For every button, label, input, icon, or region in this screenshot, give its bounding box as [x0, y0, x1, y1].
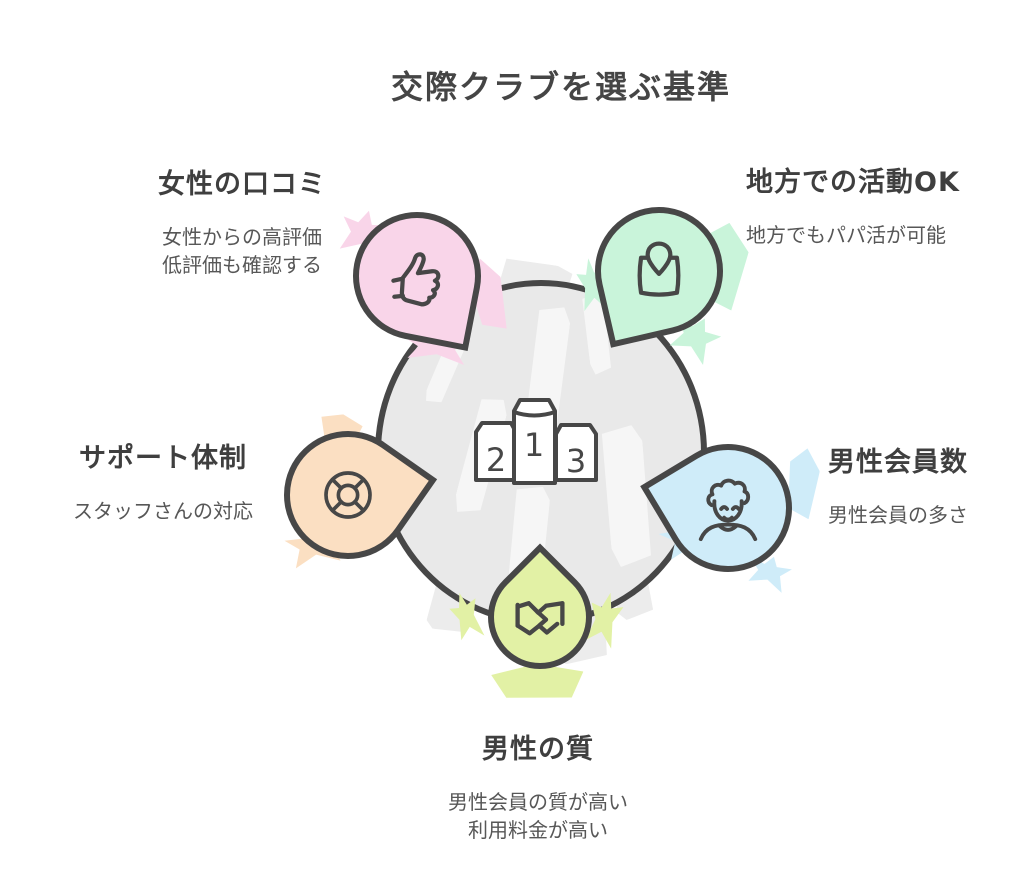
- podium-rank-3: 3: [566, 442, 586, 480]
- node-icon-wrap: [290, 437, 406, 553]
- label-reviews: 女性の口コミ 女性からの高評価 低評価も確認する: [110, 162, 374, 279]
- page-title: 交際クラブを選ぶ基準: [390, 68, 732, 106]
- node-bubble-quality: [466, 543, 614, 691]
- smiling-person-icon: [698, 478, 758, 542]
- node-icon-wrap: [670, 450, 786, 566]
- node-bubble-reviews: [341, 200, 493, 352]
- node-heading: サポート体制: [79, 443, 247, 474]
- podium-illustration: 2 1 3: [468, 382, 603, 492]
- map-pin-icon: [637, 241, 681, 297]
- node-bubble-regional: [582, 194, 736, 348]
- node-desc-line: 男性会員の質が高い: [448, 790, 628, 814]
- thumbs-up-icon: [391, 252, 441, 307]
- podium-rank-1: 1: [524, 426, 544, 464]
- node-desc-line: 男性会員の多さ: [828, 503, 968, 527]
- node-heading: 地方での活動OK: [746, 167, 960, 198]
- node-icon-wrap: [359, 218, 475, 334]
- node-desc-line: 低評価も確認する: [162, 253, 322, 277]
- node-desc-line: スタッフさんの対応: [73, 499, 253, 523]
- label-members: 男性会員数 男性会員の多さ: [828, 440, 968, 529]
- node-icon-wrap: [601, 213, 717, 329]
- node-heading: 男性の質: [482, 734, 594, 765]
- label-quality: 男性の質 男性会員の質が高い 利用料金が高い: [406, 727, 670, 844]
- node-icon-wrap: [494, 571, 586, 663]
- podium-rank-2: 2: [486, 441, 506, 479]
- node-bubble-support: [258, 405, 438, 585]
- label-regional: 地方での活動OK 地方でもパパ活が可能: [746, 160, 960, 249]
- podium-123-icon: 2 1 3: [474, 398, 598, 485]
- node-desc-line: 女性からの高評価: [162, 225, 322, 249]
- handshake-icon: [515, 601, 565, 636]
- node-bubble-members: [640, 420, 816, 596]
- node-desc-line: 地方でもパパ活が可能: [746, 223, 946, 247]
- node-heading: 男性会員数: [828, 447, 968, 478]
- lifebuoy-icon: [324, 471, 372, 519]
- label-support: サポート体制 スタッフさんの対応: [38, 436, 288, 525]
- node-heading: 女性の口コミ: [158, 169, 326, 200]
- node-desc-line: 利用料金が高い: [468, 818, 608, 842]
